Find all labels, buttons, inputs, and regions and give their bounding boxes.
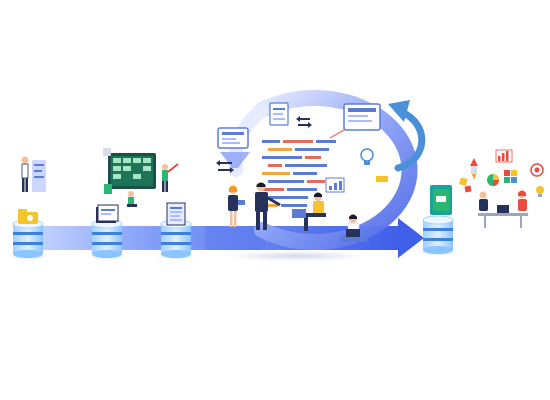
database-icon <box>160 219 192 258</box>
filter-funnel-icon <box>220 152 250 168</box>
code-panel <box>258 133 350 219</box>
database-icon <box>12 219 44 258</box>
target-icon <box>530 163 544 177</box>
document-icon <box>166 202 186 226</box>
team-meeting <box>478 190 528 228</box>
tile-grid-icon <box>504 170 517 183</box>
person-sitting-laptop <box>292 192 326 231</box>
person-standing-board <box>162 163 179 192</box>
bar-chart-icon <box>495 149 513 163</box>
monitor-icon <box>217 127 249 149</box>
pie-chart-icon <box>487 174 499 186</box>
swap-arrows-icon <box>216 116 312 173</box>
person-cross-legged <box>340 214 368 242</box>
folder-icon <box>18 209 38 224</box>
document-icon <box>96 204 119 223</box>
kanban-board <box>103 148 156 194</box>
person-woman-tablet <box>228 185 245 227</box>
person-man-suit <box>255 182 281 230</box>
lightbulb-icon <box>360 148 374 165</box>
person-presenter <box>21 156 46 192</box>
rocket-icon <box>470 158 478 180</box>
database-icon <box>422 215 454 254</box>
puzzle-pieces <box>459 177 472 193</box>
lightbulb-icon <box>536 186 544 197</box>
person-kneeling <box>127 191 137 207</box>
monitor-card-right <box>329 103 381 139</box>
cycle-arrow-icon <box>388 100 426 172</box>
code-lines <box>262 140 336 207</box>
chart-card-ring <box>325 176 388 193</box>
app-card-icon <box>430 185 452 215</box>
database-icon <box>91 219 123 258</box>
document-card-top <box>269 102 289 126</box>
